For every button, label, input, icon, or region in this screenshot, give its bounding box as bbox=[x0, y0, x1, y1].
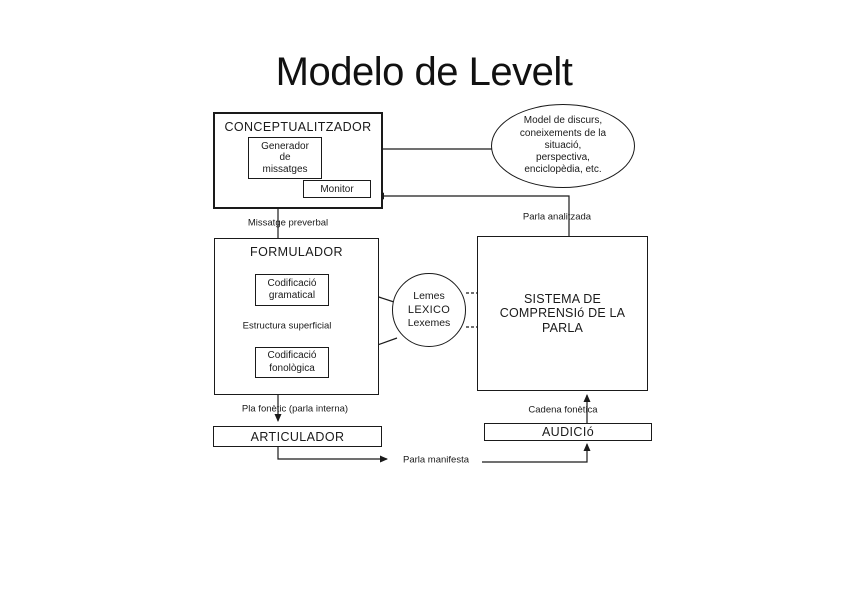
box-codificacio-gramatical-label: Codificació gramatical bbox=[267, 277, 317, 302]
box-articulador-label: ARTICULADOR bbox=[250, 429, 345, 444]
box-monitor: Monitor bbox=[303, 180, 371, 198]
label-parla-analitzada: Parla analitzada bbox=[522, 211, 592, 223]
box-sistema-comprensio: SISTEMA DE COMPRENSIó DE LA PARLA bbox=[477, 236, 648, 391]
arrow-parla-manifesta bbox=[277, 447, 388, 463]
box-codificacio-fonologica: Codificació fonològica bbox=[255, 347, 329, 378]
box-audicio-label: AUDICIó bbox=[541, 425, 595, 439]
box-sistema-comprensio-label: SISTEMA DE COMPRENSIó DE LA PARLA bbox=[499, 291, 626, 335]
label-parla-manifesta: Parla manifesta bbox=[402, 454, 470, 466]
box-generador-label: Generador de missatges bbox=[261, 140, 309, 175]
box-codificacio-fonologica-label: Codificació fonològica bbox=[267, 350, 317, 374]
box-audicio: AUDICIó bbox=[484, 423, 652, 441]
label-cadena-fonetica: Cadena fonètica bbox=[528, 404, 598, 416]
lexico-lemes-label: Lemes bbox=[413, 290, 445, 302]
label-estructura-superficial: Estructura superficial bbox=[242, 320, 332, 332]
box-formulador-label: FORMULADOR bbox=[250, 245, 343, 259]
lexico-label: LEXICO bbox=[407, 304, 451, 316]
box-monitor-label: Monitor bbox=[320, 183, 354, 195]
label-missatge-preverbal: Missatge preverbal bbox=[247, 217, 329, 229]
label-pla-fonetic: Pla fonètic (parla interna) bbox=[241, 403, 349, 415]
circle-lexico: Lemes LEXICO Lexemes bbox=[392, 273, 466, 347]
arrow-into-audicio bbox=[482, 443, 591, 463]
page-title: Modelo de Levelt bbox=[275, 50, 573, 94]
box-generador-missatges: Generador de missatges bbox=[248, 137, 322, 179]
box-codificacio-gramatical: Codificació gramatical bbox=[255, 274, 329, 306]
lexico-lexemes-label: Lexemes bbox=[407, 317, 451, 329]
ellipse-model-discurs-label: Model de discurs, coneixements de la sit… bbox=[519, 115, 607, 176]
box-conceptualitzador-label: CONCEPTUALITZADOR bbox=[224, 120, 372, 134]
box-articulador: ARTICULADOR bbox=[213, 426, 382, 447]
ellipse-model-discurs: Model de discurs, coneixements de la sit… bbox=[491, 104, 635, 188]
